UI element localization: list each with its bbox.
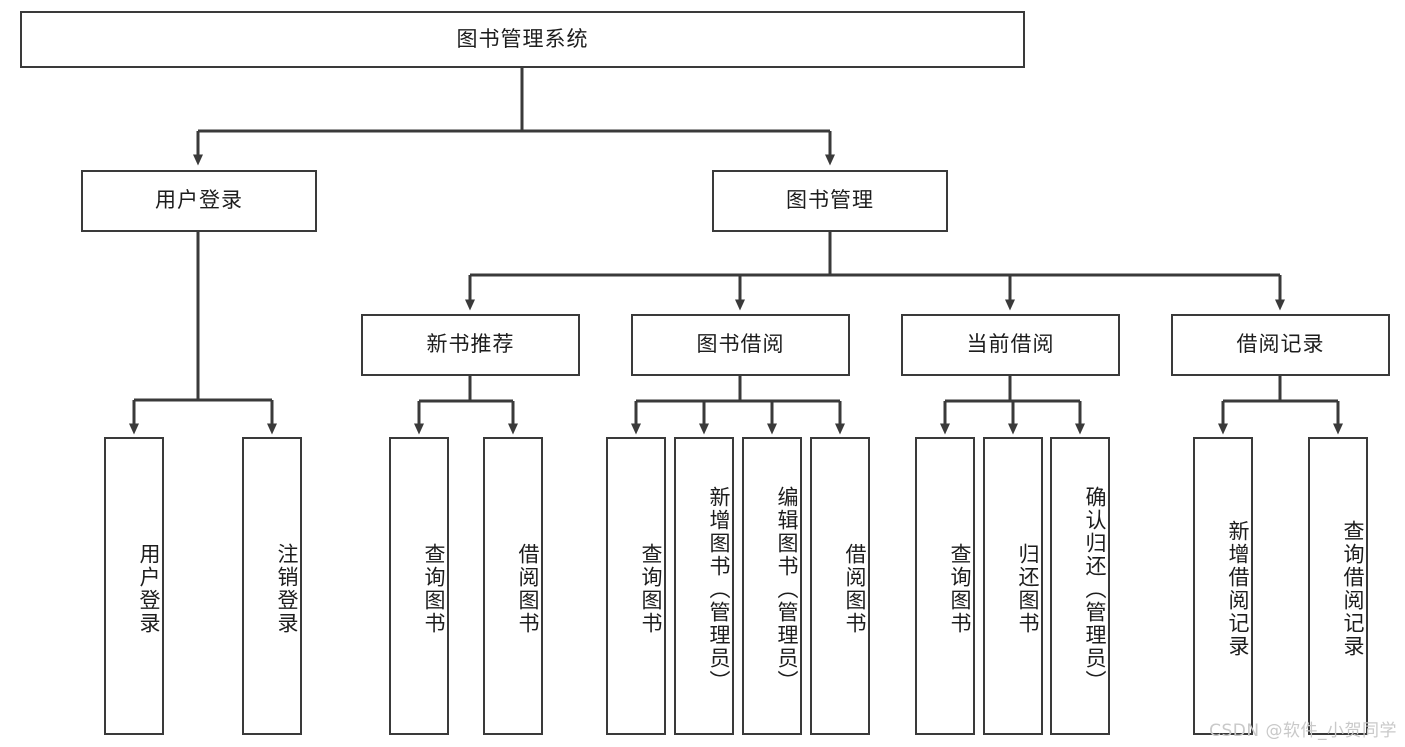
node-book-management[interactable]: 图书管理 xyxy=(712,170,948,232)
node-label: 注销登录 xyxy=(275,543,299,635)
node-leaf-query-book-recommend[interactable]: 查询图书 xyxy=(389,437,449,735)
node-label: 查询图书 xyxy=(639,543,663,635)
node-label: 用户登录 xyxy=(155,188,243,213)
node-leaf-logout[interactable]: 注销登录 xyxy=(242,437,302,735)
node-label: 借阅记录 xyxy=(1236,332,1325,357)
node-label: 确认归还（管理员） xyxy=(1083,485,1107,693)
node-label: 新书推荐 xyxy=(426,332,515,357)
node-label: 查询借阅记录 xyxy=(1341,520,1365,658)
node-leaf-edit-book-admin[interactable]: 编辑图书（管理员） xyxy=(742,437,802,735)
node-borrow-record[interactable]: 借阅记录 xyxy=(1171,314,1390,376)
node-label: 新增借阅记录 xyxy=(1226,520,1250,658)
node-leaf-user-login[interactable]: 用户登录 xyxy=(104,437,164,735)
node-label: 图书管理 xyxy=(786,188,874,213)
node-root-book-management-system[interactable]: 图书管理系统 xyxy=(20,11,1025,68)
node-label: 借阅图书 xyxy=(516,543,540,635)
node-leaf-add-book-admin[interactable]: 新增图书（管理员） xyxy=(674,437,734,735)
node-leaf-borrow-book[interactable]: 借阅图书 xyxy=(810,437,870,735)
node-user-login[interactable]: 用户登录 xyxy=(81,170,317,232)
node-label: 新增图书（管理员） xyxy=(707,485,731,693)
node-label: 编辑图书（管理员） xyxy=(775,485,799,693)
node-label: 查询图书 xyxy=(948,543,972,635)
node-label: 借阅图书 xyxy=(843,543,867,635)
node-label: 用户登录 xyxy=(137,543,161,635)
node-leaf-add-borrow-record[interactable]: 新增借阅记录 xyxy=(1193,437,1253,735)
watermark: CSDN @软件_小贺同学 xyxy=(1209,721,1397,741)
node-label: 图书管理系统 xyxy=(456,26,589,51)
node-leaf-query-book-current[interactable]: 查询图书 xyxy=(915,437,975,735)
node-new-book-recommend[interactable]: 新书推荐 xyxy=(361,314,580,376)
node-label: 查询图书 xyxy=(422,543,446,635)
node-label: 当前借阅 xyxy=(966,332,1055,357)
node-leaf-borrow-book-recommend[interactable]: 借阅图书 xyxy=(483,437,543,735)
node-label: 归还图书 xyxy=(1016,543,1040,635)
node-leaf-confirm-return-admin[interactable]: 确认归还（管理员） xyxy=(1050,437,1110,735)
node-current-borrow[interactable]: 当前借阅 xyxy=(901,314,1120,376)
node-leaf-query-book[interactable]: 查询图书 xyxy=(606,437,666,735)
node-label: 图书借阅 xyxy=(696,332,785,357)
node-leaf-return-book[interactable]: 归还图书 xyxy=(983,437,1043,735)
node-book-borrow[interactable]: 图书借阅 xyxy=(631,314,850,376)
node-leaf-query-borrow-record[interactable]: 查询借阅记录 xyxy=(1308,437,1368,735)
